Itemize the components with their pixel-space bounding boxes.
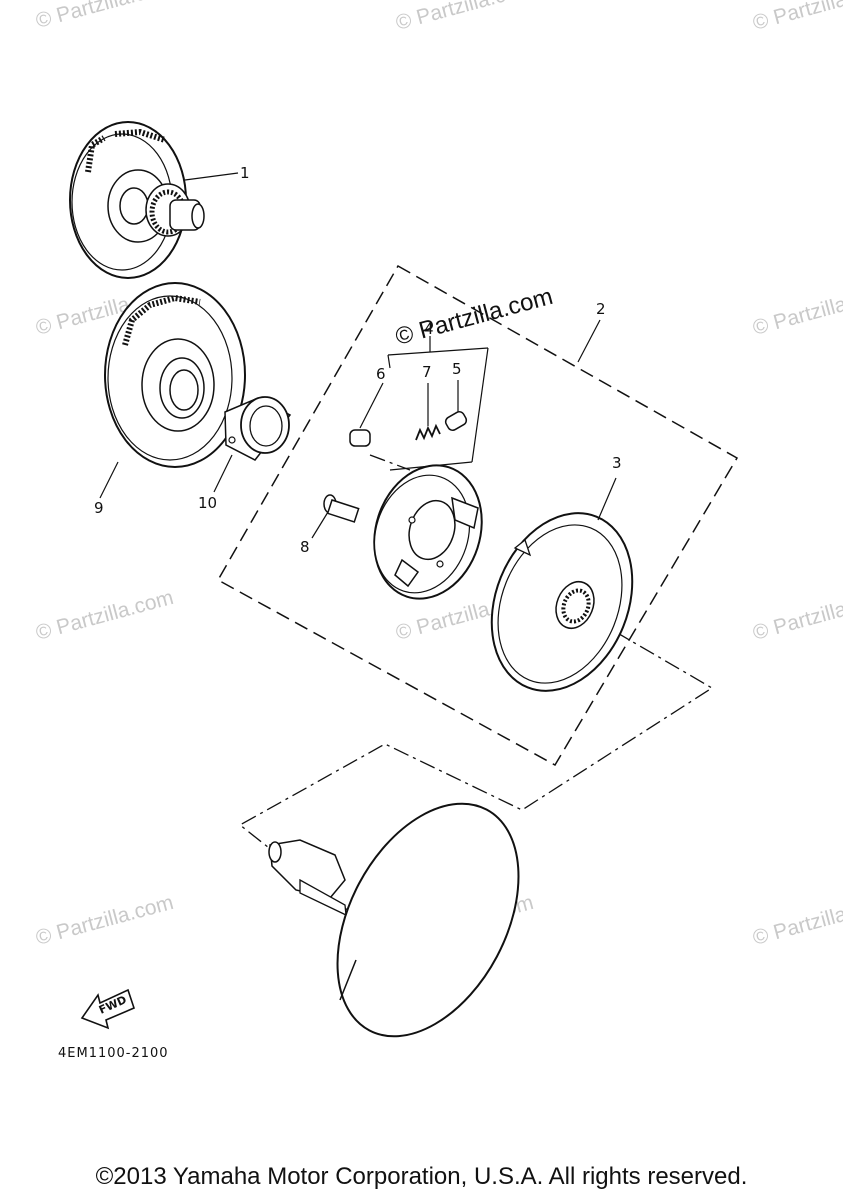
- watermark: © Partzilla.com: [750, 891, 843, 950]
- diagram-code: 4EM1100-2100: [58, 1046, 169, 1061]
- callout-9: 9: [94, 499, 104, 517]
- watermark: © Partzilla.com: [33, 891, 176, 950]
- callout-10: 10: [198, 494, 217, 512]
- watermark: © Partzilla.com: [750, 586, 843, 645]
- part-3-clutch-outer: [490, 477, 634, 692]
- part-6-roller: [349, 382, 384, 447]
- callout-6: 6: [376, 365, 386, 383]
- assembly-outline: [216, 264, 739, 767]
- watermark: © Partzilla.com: [393, 0, 536, 35]
- callout-8: 8: [300, 538, 310, 556]
- alignment-lines: [238, 454, 714, 913]
- watermark-center: © Partzilla.com: [393, 283, 556, 351]
- callout-2: 2: [596, 300, 606, 318]
- part-9-large-gear: [99, 282, 246, 499]
- callout-5: 5: [452, 360, 462, 378]
- part-7-spring: [415, 383, 441, 441]
- starter-clutch-body: [373, 464, 483, 600]
- callout-7: 7: [422, 363, 432, 381]
- part-8-bolt: [311, 494, 360, 539]
- watermark: © Partzilla.com: [33, 0, 176, 33]
- part-4-bracket: [387, 336, 489, 471]
- fwd-arrow-icon: FWD: [80, 988, 135, 1030]
- watermark: © Partzilla.com: [750, 0, 843, 35]
- callout-4: 4: [424, 320, 434, 338]
- part-5-plunger: [444, 380, 468, 431]
- callout-1: 1: [240, 164, 250, 182]
- copyright-notice: ©2013 Yamaha Motor Corporation, U.S.A. A…: [95, 1163, 748, 1190]
- part-1-gear-assembly: [69, 121, 239, 279]
- watermark: © Partzilla.com: [750, 281, 843, 340]
- crank-disc: [268, 802, 520, 1038]
- callout-3: 3: [612, 454, 622, 472]
- part-10-collar: [213, 396, 292, 493]
- callout-labels: 1 2 3 4 5 6 7 8 9 10: [94, 164, 622, 556]
- watermark: © Partzilla.com: [33, 586, 176, 645]
